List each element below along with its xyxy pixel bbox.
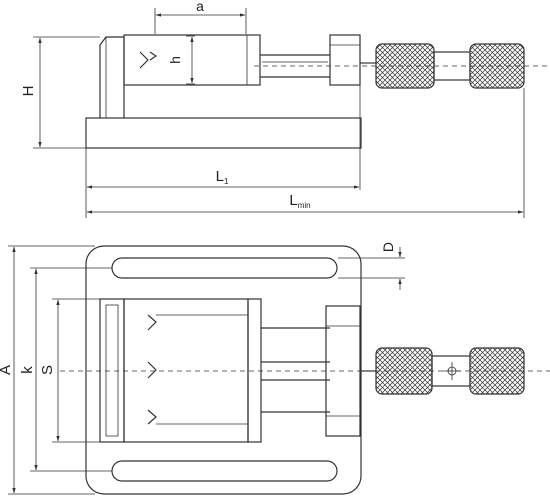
- dim-label-Lmin: Lmin: [289, 192, 310, 210]
- dim-label-H: H: [20, 86, 37, 97]
- side-fixed-jaw-body: [99, 36, 125, 118]
- top-jaw-body: [123, 298, 249, 443]
- side-view: a h H L1 Lmin: [20, 0, 550, 218]
- top-movable-jaw: [247, 298, 262, 443]
- side-base-plate: [85, 117, 362, 149]
- side-jaw-block: [123, 34, 261, 86]
- dim-label-D: D: [380, 242, 396, 252]
- top-slot-upper: [111, 257, 338, 279]
- dim-label-A: A: [0, 365, 14, 375]
- dim-label-L1: L1: [216, 168, 229, 186]
- dim-label-h: h: [167, 56, 183, 64]
- dim-label-k: k: [19, 366, 36, 374]
- top-base-plate: [85, 245, 362, 495]
- dim-label-S: S: [39, 365, 56, 375]
- top-view: D A k S: [0, 242, 550, 495]
- top-slot-lower: [111, 460, 338, 482]
- side-jaw-groove: [139, 51, 149, 69]
- top-fixed-jaw: [99, 298, 125, 443]
- side-rear-block: [329, 34, 361, 86]
- dim-label-a: a: [196, 0, 204, 14]
